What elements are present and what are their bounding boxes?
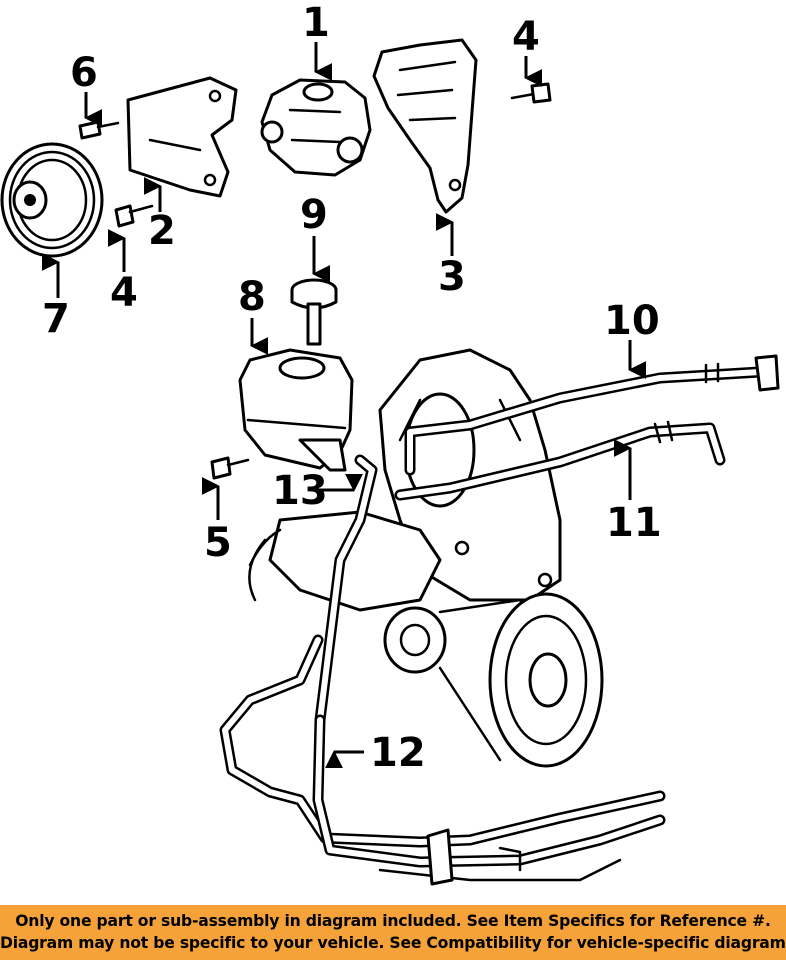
callout-4-left: 4 [107,229,138,316]
return-hose-part-11 [394,420,726,501]
notice-line-2: Diagram may not be specific to your vehi… [0,934,786,952]
svg-text:10: 10 [604,298,660,344]
callout-6: 6 [70,50,103,127]
compatibility-notice: Only one part or sub-assembly in diagram… [0,905,786,960]
svg-text:1: 1 [302,0,330,46]
power-steering-parts-diagram: 1 4 6 2 4 7 3 9 8 10 11 5 [0,0,780,886]
bracket-part-3 [372,38,478,214]
callout-11: 11 [606,439,662,546]
callout-7: 7 [41,253,70,342]
pressure-hose-part-10 [404,354,780,476]
line-assembly-part-12 [219,634,666,886]
callout-10: 10 [604,298,660,379]
svg-text:5: 5 [204,520,232,566]
hose-part-13 [314,454,378,726]
svg-text:4: 4 [110,270,138,316]
bolt-part-4-right [510,82,552,104]
svg-text:2: 2 [148,208,176,254]
reservoir-part-8 [238,348,354,472]
reservoir-cap-part-9 [290,278,338,346]
callout-9: 9 [300,192,331,283]
svg-text:3: 3 [438,254,466,300]
svg-text:13: 13 [272,468,328,514]
callout-1: 1 [302,0,333,81]
callout-13: 13 [272,468,363,514]
callout-2: 2 [143,177,176,254]
callout-4-right: 4 [512,14,543,87]
power-steering-pump-part-1 [260,78,372,177]
svg-text:7: 7 [42,296,70,342]
svg-text:11: 11 [606,500,662,546]
bolt-part-5 [210,456,250,480]
bracket-part-2 [126,76,238,198]
pulley-part-7 [0,142,104,258]
svg-text:4: 4 [512,14,540,60]
bolt-part-6 [78,120,120,140]
svg-text:8: 8 [238,274,266,320]
callout-3: 3 [435,213,466,300]
svg-text:9: 9 [300,192,328,238]
notice-line-1: Only one part or sub-assembly in diagram… [15,912,771,930]
callout-8: 8 [238,274,269,355]
callout-5: 5 [201,477,232,566]
bolt-part-4-left [114,204,154,228]
svg-text:6: 6 [70,50,98,96]
svg-text:12: 12 [370,730,426,776]
callout-12: 12 [325,730,426,776]
